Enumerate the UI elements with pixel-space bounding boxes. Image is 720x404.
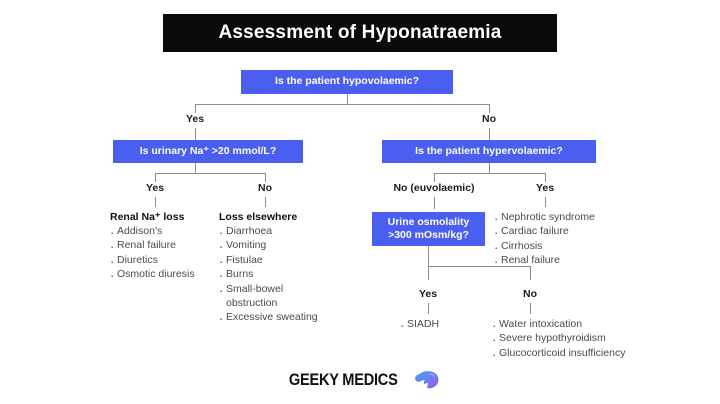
connector-root-bar (195, 104, 489, 105)
list-item: SIADH (400, 317, 480, 334)
outcome-list-renal-na-loss-heading: Renal Na⁺ loss (110, 211, 185, 223)
connector-osm-bar (428, 266, 530, 267)
page-title: Assessment of Hyponatraemia (163, 14, 557, 52)
list-item: Small-bowel obstruction (219, 282, 296, 311)
outcome-list-osm-yes-items: SIADH (400, 317, 480, 334)
connector-root-stem (347, 94, 348, 104)
connector-hyper-no-to-osm (434, 197, 435, 209)
connector-hyper-stem (489, 163, 490, 173)
outcome-list-hypervolaemic-causes: Nephrotic syndrome Cardiac failure Cirrh… (494, 210, 634, 271)
brain-icon (414, 371, 439, 389)
connector-hyper-bar (434, 173, 545, 174)
decision-box-hypervolaemic: Is the patient hypervolaemic? (382, 140, 596, 163)
branch-label-osm-no: No (523, 288, 537, 300)
brand-logo: GEEKY MEDICS (0, 370, 720, 390)
connector-root-left-drop (195, 104, 196, 113)
decision-box-hypovolaemic-label: Is the patient hypovolaemic? (274, 75, 420, 88)
connector-hyper-right-drop (545, 173, 546, 182)
connector-osm-no-to-list (530, 303, 531, 314)
outcome-list-hypervolaemic-causes-items: Nephrotic syndrome Cardiac failure Cirrh… (494, 210, 634, 271)
list-item: Vomiting (219, 238, 344, 255)
outcome-list-osm-no: Water intoxication Severe hypothyroidism… (492, 317, 667, 363)
outcome-list-loss-elsewhere: Loss elsewhere Diarrhoea Vomiting Fistul… (219, 211, 344, 327)
list-item: Severe hypothyroidism (492, 331, 667, 348)
outcome-list-osm-yes: SIADH (400, 317, 480, 334)
list-item: Water intoxication (492, 317, 667, 334)
connector-urinary-right-drop (265, 173, 266, 182)
decision-box-urine-osmolality-label: Urine osmolality >300 mOsm/kg? (388, 216, 470, 241)
list-item: Fistulae (219, 253, 344, 270)
list-item: Nephrotic syndrome (494, 210, 634, 227)
list-item: Cirrhosis (494, 239, 634, 256)
connector-osm-right-drop (530, 266, 531, 280)
list-item: Renal failure (494, 253, 634, 270)
outcome-list-renal-na-loss-items: Addison's Renal failure Diuretics Osmoti… (110, 224, 215, 285)
list-item: Renal failure (110, 238, 215, 255)
connector-root-no-to-hyper (489, 128, 490, 140)
connector-urinary-no-to-list (265, 197, 266, 207)
brand-logo-text: GEEKY MEDICS (289, 370, 398, 389)
branch-label-osm-yes: Yes (418, 288, 438, 300)
decision-box-urine-osmolality: Urine osmolality >300 mOsm/kg? (372, 212, 485, 246)
branch-label-urinary-no: No (258, 182, 272, 194)
list-item: Diuretics (110, 253, 215, 270)
connector-urinary-stem (195, 163, 196, 173)
branch-label-root-no: No (482, 113, 496, 125)
list-item: Addison's (110, 224, 215, 241)
list-item: Osmotic diuresis (110, 267, 215, 284)
decision-box-hypervolaemic-label: Is the patient hypervolaemic? (415, 144, 563, 157)
connector-root-right-drop (489, 104, 490, 113)
outcome-list-loss-elsewhere-items: Diarrhoea Vomiting Fistulae Burns Small-… (219, 224, 344, 327)
outcome-list-osm-no-items: Water intoxication Severe hypothyroidism… (492, 317, 667, 363)
list-item: Excessive sweating (219, 310, 344, 327)
list-item: Diarrhoea (219, 224, 344, 241)
branch-label-hyper-yes: Yes (535, 182, 555, 194)
connector-osm-stem (428, 246, 429, 266)
decision-box-urinary-na: Is urinary Na⁺ >20 mmol/L? (113, 140, 303, 163)
connector-urinary-left-drop (155, 173, 156, 182)
branch-label-hyper-no: No (euvolaemic) (393, 182, 475, 194)
outcome-list-renal-na-loss: Renal Na⁺ loss Addison's Renal failure D… (110, 211, 215, 285)
outcome-list-loss-elsewhere-heading: Loss elsewhere (219, 211, 298, 223)
connector-hyper-yes-to-list (545, 197, 546, 207)
decision-box-hypovolaemic: Is the patient hypovolaemic? (241, 70, 453, 94)
list-item: Burns (219, 267, 344, 284)
connector-osm-left-drop (428, 266, 429, 280)
urine-osmolality-line-1: Urine osmolality (387, 216, 470, 229)
connector-root-yes-to-urinary (195, 128, 196, 140)
page-title-text: Assessment of Hyponatraemia (218, 22, 502, 43)
connector-urinary-yes-to-list (155, 197, 156, 207)
connector-osm-yes-to-list (428, 303, 429, 314)
list-item: Glucocorticoid insufficiency (492, 346, 667, 363)
branch-label-urinary-yes: Yes (145, 182, 165, 194)
urine-osmolality-line-2: >300 mOsm/kg? (388, 229, 469, 241)
connector-hyper-left-drop (434, 173, 435, 182)
connector-urinary-bar (155, 173, 265, 174)
branch-label-root-yes: Yes (185, 113, 205, 125)
list-item: Cardiac failure (494, 224, 634, 241)
decision-box-urinary-na-label: Is urinary Na⁺ >20 mmol/L? (139, 144, 277, 157)
